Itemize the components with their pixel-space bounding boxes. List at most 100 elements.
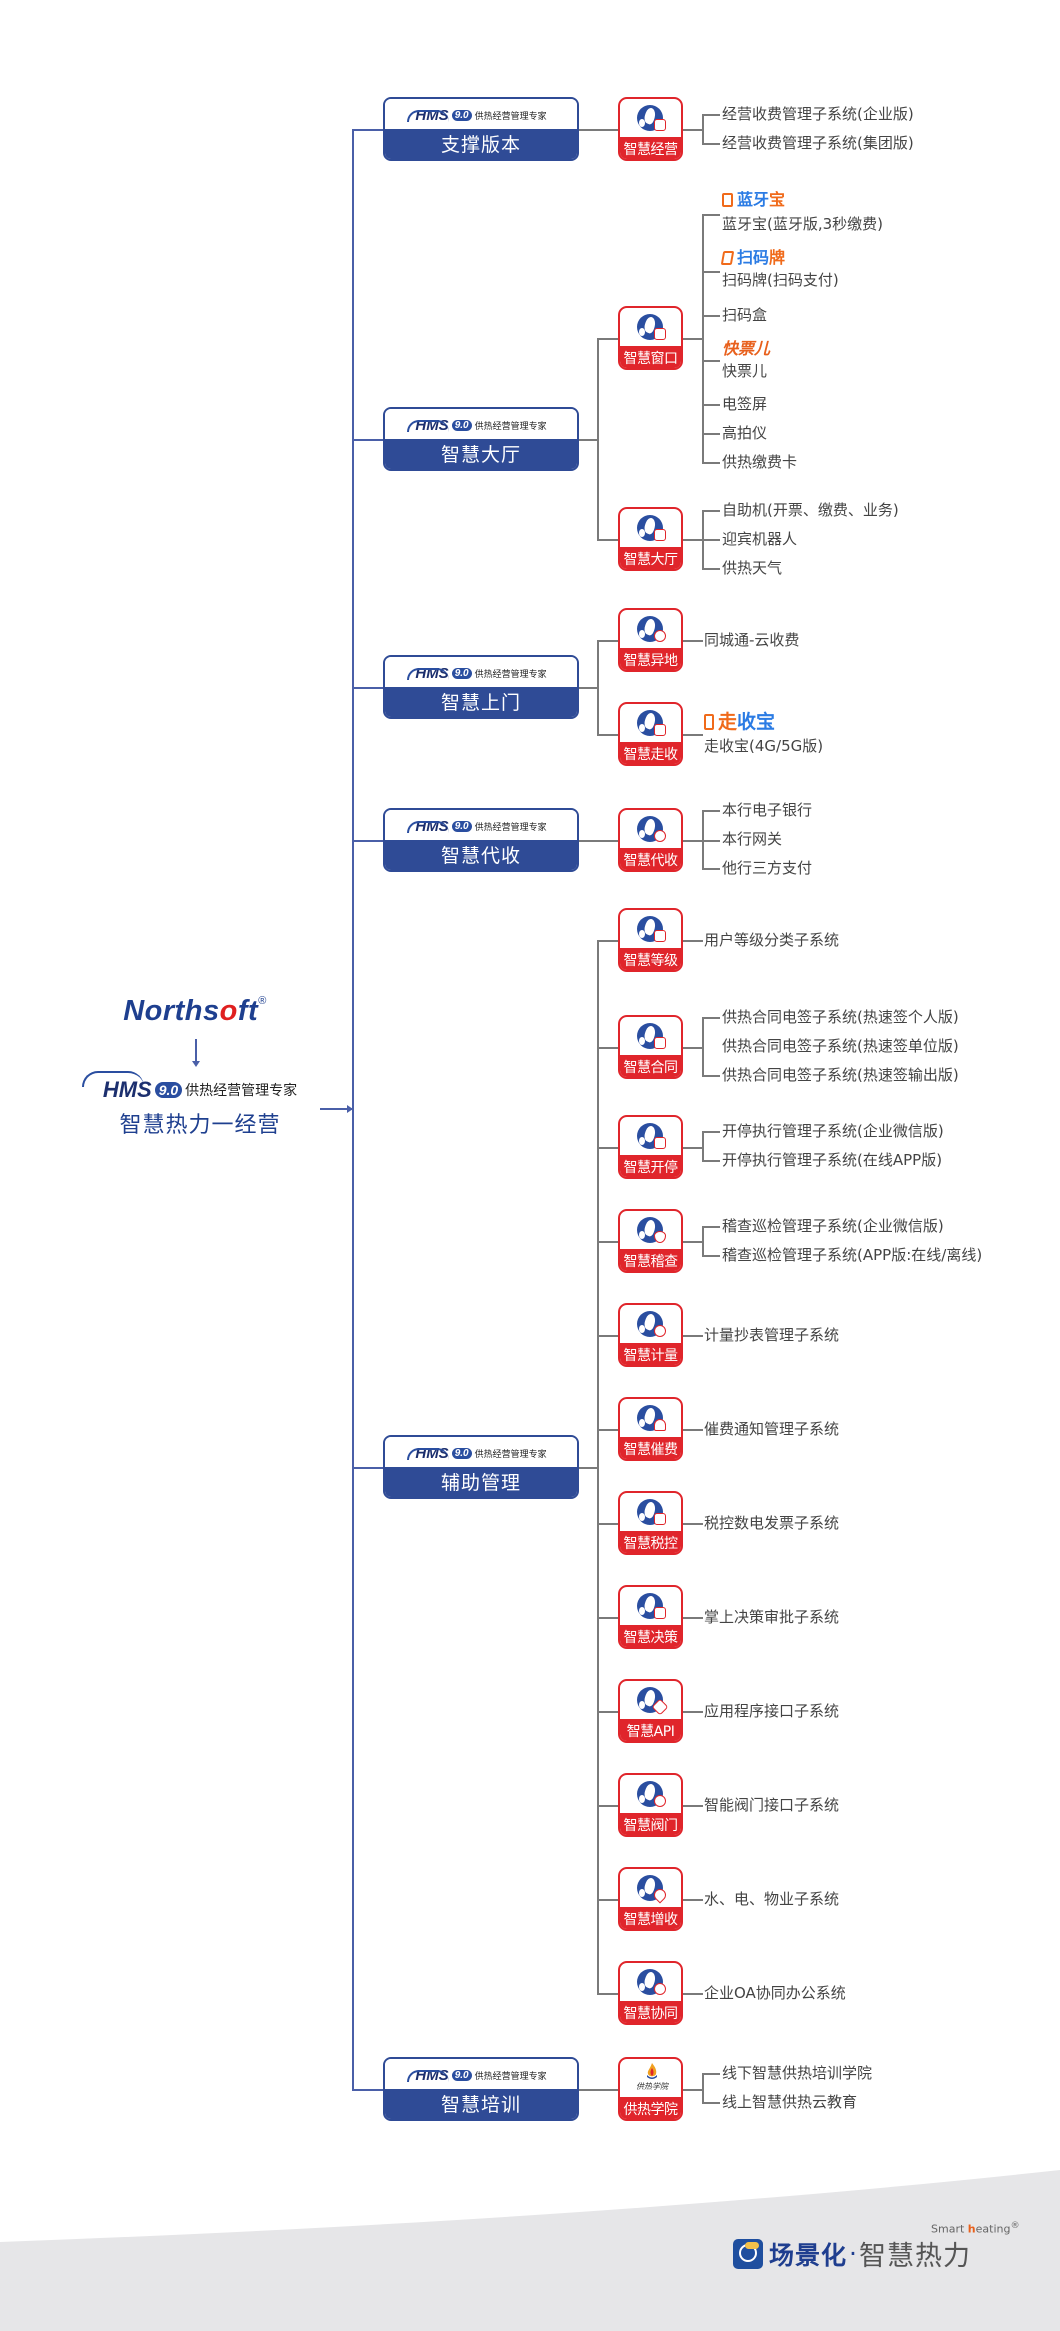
scene-icon: [733, 2238, 763, 2269]
main-spine: [352, 129, 354, 2090]
leaf-item: 稽查巡检管理子系统(企业微信版): [722, 1217, 944, 1235]
contract-icon: [654, 1037, 666, 1049]
leaf-item: 经营收费管理子系统(集团版): [722, 134, 914, 152]
leaf-item: 他行三方支付: [722, 859, 813, 877]
leaf-item: 迎宾机器人: [722, 530, 798, 548]
module-smart-window[interactable]: 智慧窗口: [618, 306, 683, 370]
category-label: 辅助管理: [385, 1467, 577, 1497]
module-smart-revenue[interactable]: 智慧增收: [618, 1867, 683, 1931]
module-smart-inspection[interactable]: 智慧稽查: [618, 1209, 683, 1273]
leaf-item: 税控数电发票子系统: [704, 1514, 840, 1532]
module-smart-agency-collect[interactable]: 智慧代收: [618, 808, 683, 872]
leaf-item: 扫码盒: [722, 306, 768, 324]
module-heating-academy[interactable]: 供热学院 供热学院: [618, 2057, 683, 2121]
leaf-item: 企业OA协同办公系统: [704, 1984, 846, 2002]
category-label: 智慧培训: [385, 2089, 577, 2119]
saomapai-logo: 扫码牌: [720, 249, 785, 267]
module-smart-metering[interactable]: 智慧计量: [618, 1303, 683, 1367]
leaf-item: 经营收费管理子系统(企业版): [722, 105, 914, 123]
pos-terminal-icon: [654, 724, 666, 736]
category-label: 智慧上门: [385, 687, 577, 717]
footer-logo: 场景化 · 智慧热力 Smart heating®: [733, 2220, 1020, 2273]
module-smart-walk-collect[interactable]: 智慧走收: [618, 702, 683, 766]
leaf-item: 高拍仪: [722, 424, 768, 442]
category-label: 支撑版本: [385, 129, 577, 159]
zoushoubao-logo: 走收宝: [704, 713, 775, 732]
leaf-item: 计量抄表管理子系统: [704, 1326, 840, 1344]
leaf-item: 供热缴费卡: [722, 453, 798, 471]
globe-icon: [637, 1405, 663, 1431]
module-smart-decision[interactable]: 智慧决策: [618, 1585, 683, 1649]
leaf-item: 线上智慧供热云教育: [722, 2093, 858, 2111]
root-connector: [320, 1108, 353, 1110]
switch-icon: [654, 1137, 666, 1149]
flame-logo-icon: [647, 2063, 657, 2079]
academy-script: 供热学院: [636, 2082, 668, 2091]
module-smart-collaboration[interactable]: 智慧协同: [618, 1961, 683, 2025]
phone-bluetooth-icon: [722, 193, 733, 207]
leaf-item: 开停执行管理子系统(企业微信版): [722, 1122, 944, 1140]
valve-icon: [654, 1795, 666, 1807]
module-smart-hall[interactable]: 智慧大厅: [618, 507, 683, 571]
leaf-item: 快票儿: [722, 362, 768, 380]
leaf-item: 同城通-云收费: [704, 631, 800, 649]
bank-icon: [654, 529, 666, 541]
meter-icon: [654, 1325, 666, 1337]
leaf-item: 应用程序接口子系统: [704, 1702, 840, 1720]
bell-icon: [654, 1419, 666, 1431]
monitor-check-icon: [654, 328, 666, 340]
location-pin-icon: [654, 630, 666, 642]
leaf-item: 水、电、物业子系统: [704, 1890, 840, 1908]
module-smart-valve[interactable]: 智慧阀门: [618, 1773, 683, 1837]
leaf-item: 自助机(开票、缴费、业务): [722, 501, 899, 519]
leaf-item: 供热合同电签子系统(热速签单位版): [722, 1037, 959, 1055]
leaf-item: 催费通知管理子系统: [704, 1420, 840, 1438]
coin-stack-icon: [654, 830, 666, 842]
leaf-item: 扫码牌(扫码支付): [722, 271, 839, 289]
category-label: 智慧代收: [385, 840, 577, 870]
leaf-item: 本行网关: [722, 830, 783, 848]
module-smart-tax[interactable]: 智慧税控: [618, 1491, 683, 1555]
leaf-item: 智能阀门接口子系统: [704, 1796, 840, 1814]
module-smart-reminder[interactable]: 智慧催费: [618, 1397, 683, 1461]
leaf-item: 掌上决策审批子系统: [704, 1608, 840, 1626]
leaf-item: 走收宝(4G/5G版): [704, 737, 824, 755]
leaf-item: 用户等级分类子系统: [704, 931, 840, 949]
down-arrow-icon: [192, 1039, 200, 1067]
leaf-item: 蓝牙宝(蓝牙版,3秒缴费): [722, 215, 884, 233]
leaf-item: 供热天气: [722, 559, 783, 577]
stamp-icon: [654, 1607, 666, 1619]
module-smart-remote[interactable]: 智慧异地: [618, 608, 683, 672]
leaf-item: 本行电子银行: [722, 801, 813, 819]
crown-icon: [654, 930, 666, 942]
hms-logo: HMS 9.0 供热经营管理专家: [70, 1071, 330, 1105]
category-label: 智慧大厅: [385, 439, 577, 469]
leaf-item: 稽查巡检管理子系统(APP版:在线/离线): [722, 1246, 983, 1264]
leaf-item: 线下智慧供热培训学院: [722, 2064, 873, 2082]
root-title: 智慧热力一经营: [119, 1113, 281, 1138]
root-node: Northsoft® HMS 9.0 供热经营管理专家 智慧热力一经营: [70, 995, 320, 1138]
module-smart-open-stop[interactable]: 智慧开停: [618, 1115, 683, 1179]
leaf-item: 供热合同电签子系统(热速签输出版): [722, 1066, 959, 1084]
invoice-icon: [654, 1513, 666, 1525]
leaf-item: 供热合同电签子系统(热速签个人版): [722, 1008, 959, 1026]
smart-heating-tagline: Smart heating®: [931, 2220, 1020, 2236]
pos-device-icon: [704, 714, 714, 730]
module-smart-api[interactable]: 智慧API: [618, 1679, 683, 1743]
team-icon: [654, 1983, 666, 1995]
kuaipiaoer-logo: 快票儿: [722, 339, 771, 358]
building-icon: [654, 119, 666, 131]
module-smart-contract[interactable]: 智慧合同: [618, 1015, 683, 1079]
lanyabao-logo: 蓝牙宝: [722, 191, 785, 209]
leaf-item: 开停执行管理子系统(在线APP版): [722, 1151, 943, 1169]
module-smart-operation[interactable]: 智慧经营: [618, 97, 683, 161]
module-smart-level[interactable]: 智慧等级: [618, 908, 683, 972]
qr-card-icon: [720, 251, 735, 265]
northsoft-logo: Northsoft®: [123, 995, 267, 1027]
